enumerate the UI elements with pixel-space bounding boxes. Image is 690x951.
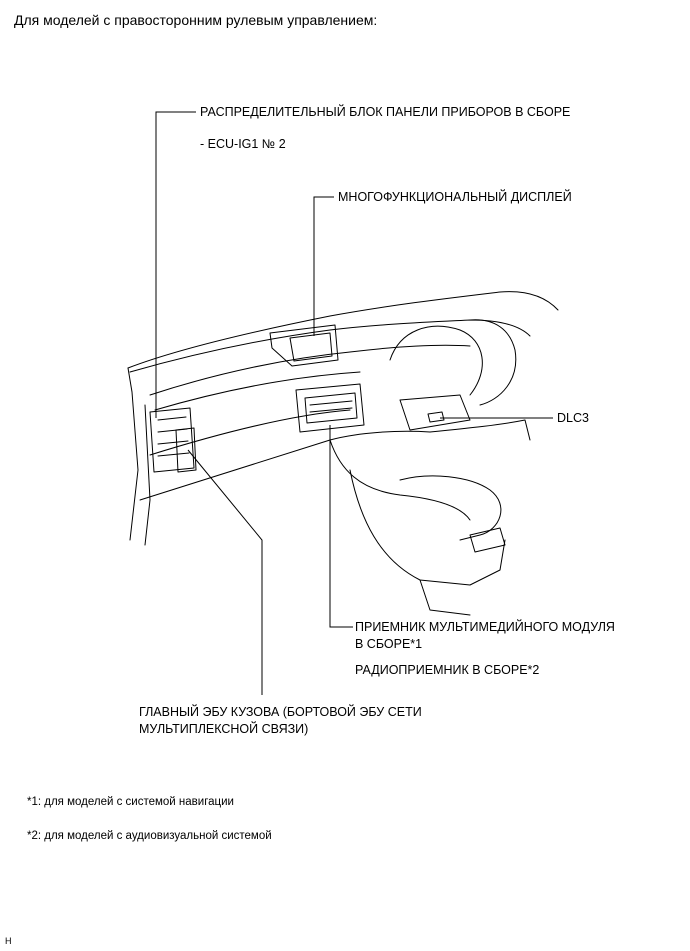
right-dash-curve bbox=[469, 319, 517, 406]
windshield-outline bbox=[127, 291, 559, 369]
body-ecu-box bbox=[175, 427, 197, 473]
footnote-1: *1: для моделей с системой навигации bbox=[27, 796, 234, 808]
leader-junction-block bbox=[155, 111, 196, 418]
leader-body-ecu bbox=[187, 449, 263, 695]
leader-receiver bbox=[329, 425, 353, 628]
display-body bbox=[269, 324, 339, 367]
console-upper bbox=[329, 439, 471, 521]
receiver-face bbox=[304, 392, 358, 424]
label-multifunction-display: МНОГОФУНКЦИОНАЛЬНЫЙ ДИСПЛЕЙ bbox=[338, 190, 572, 204]
steering-hood bbox=[389, 325, 483, 396]
label-ecu-ig1: - ECU-IG1 № 2 bbox=[200, 137, 286, 151]
dlc3-connector bbox=[427, 411, 445, 423]
right-dash-lower bbox=[429, 419, 531, 441]
label-receiver-line1: ПРИЕМНИК МУЛЬТИМЕДИЙНОГО МОДУЛЯ bbox=[355, 620, 615, 634]
label-radio-receiver: РАДИОПРИЕМНИК В СБОРЕ*2 bbox=[355, 663, 540, 677]
label-dlc3: DLC3 bbox=[557, 411, 589, 425]
receiver-buttons bbox=[309, 400, 353, 413]
right-panel bbox=[399, 394, 471, 431]
left-pillar bbox=[127, 367, 139, 541]
junction-block-detail bbox=[157, 416, 190, 457]
leader-display bbox=[313, 196, 334, 336]
console-base bbox=[419, 579, 471, 616]
junction-block bbox=[149, 407, 195, 473]
console-slot bbox=[469, 527, 506, 553]
page-heading: Для моделей с правосторонним рулевым упр… bbox=[14, 12, 378, 28]
display-screen bbox=[289, 332, 333, 362]
left-door-edge bbox=[144, 404, 151, 546]
receiver-body bbox=[295, 383, 365, 433]
console-armrest bbox=[399, 475, 502, 541]
dash-lower-line bbox=[149, 409, 351, 456]
dash-bottom-line bbox=[139, 430, 431, 501]
label-receiver-line2: В СБОРЕ*1 bbox=[355, 637, 423, 651]
dash-upper-line bbox=[149, 344, 471, 396]
console-side bbox=[349, 469, 506, 586]
dash-top-edge bbox=[129, 319, 531, 373]
label-junction-block: РАСПРЕДЕЛИТЕЛЬНЫЙ БЛОК ПАНЕЛИ ПРИБОРОВ В… bbox=[200, 105, 571, 119]
label-body-ecu-line2: МУЛЬТИПЛЕКСНОЙ СВЯЗИ) bbox=[139, 722, 309, 736]
dash-vent-line bbox=[154, 371, 361, 411]
label-body-ecu-line1: ГЛАВНЫЙ ЭБУ КУЗОВА (БОРТОВОЙ ЭБУ СЕТИ bbox=[139, 705, 422, 719]
footnote-2: *2: для моделей с аудиовизуальной систем… bbox=[27, 830, 272, 842]
corner-mark: H bbox=[5, 936, 12, 946]
